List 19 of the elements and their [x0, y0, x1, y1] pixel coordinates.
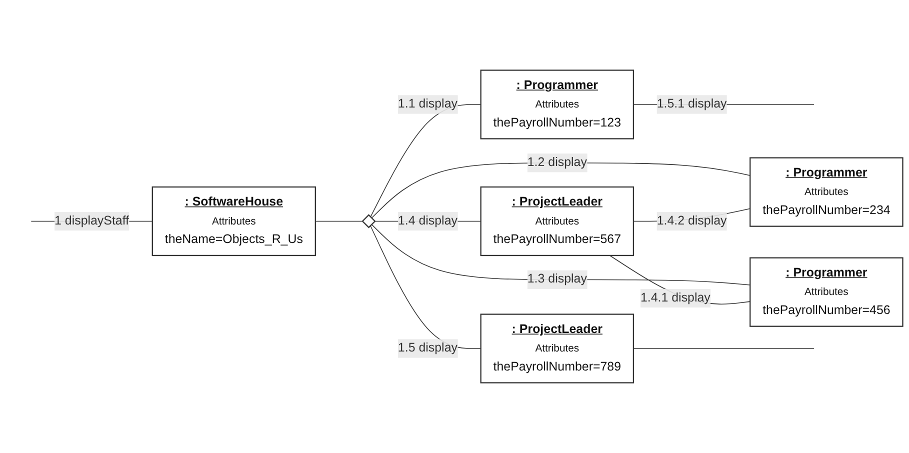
edge-label: 1.1 display [398, 97, 458, 111]
edge-label: 1.5 display [398, 342, 458, 355]
node-box: : ProjectLeader Attributes thePayrollNumber=567 [480, 186, 634, 256]
edge-label: 1.3 display [527, 272, 587, 286]
node-diamond [362, 214, 376, 228]
node-box: : SoftwareHouse Attributes theName=Objects_R_Us [152, 186, 316, 256]
node-box: : ProjectLeader Attributes thePayrollNumber=789 [480, 314, 634, 384]
edge-label: 1.4 display [398, 214, 458, 228]
node-box: : Programmer Attributes thePayrollNumber=234 [750, 157, 904, 227]
edge-label: 1.4.1 display [640, 291, 710, 304]
node-box: : Programmer Attributes thePayrollNumber=123 [480, 70, 634, 140]
edge-label: 1.2 display [527, 156, 587, 170]
edge-label: 1.5.1 display [656, 97, 727, 111]
connector [633, 348, 814, 349]
node-box: : Programmer Attributes thePayrollNumber=456 [750, 257, 904, 327]
connector [370, 225, 482, 349]
edge-label: 1.4.2 display [656, 214, 727, 228]
edge-label: 1 displayStaff [54, 214, 130, 228]
connector [315, 220, 363, 222]
